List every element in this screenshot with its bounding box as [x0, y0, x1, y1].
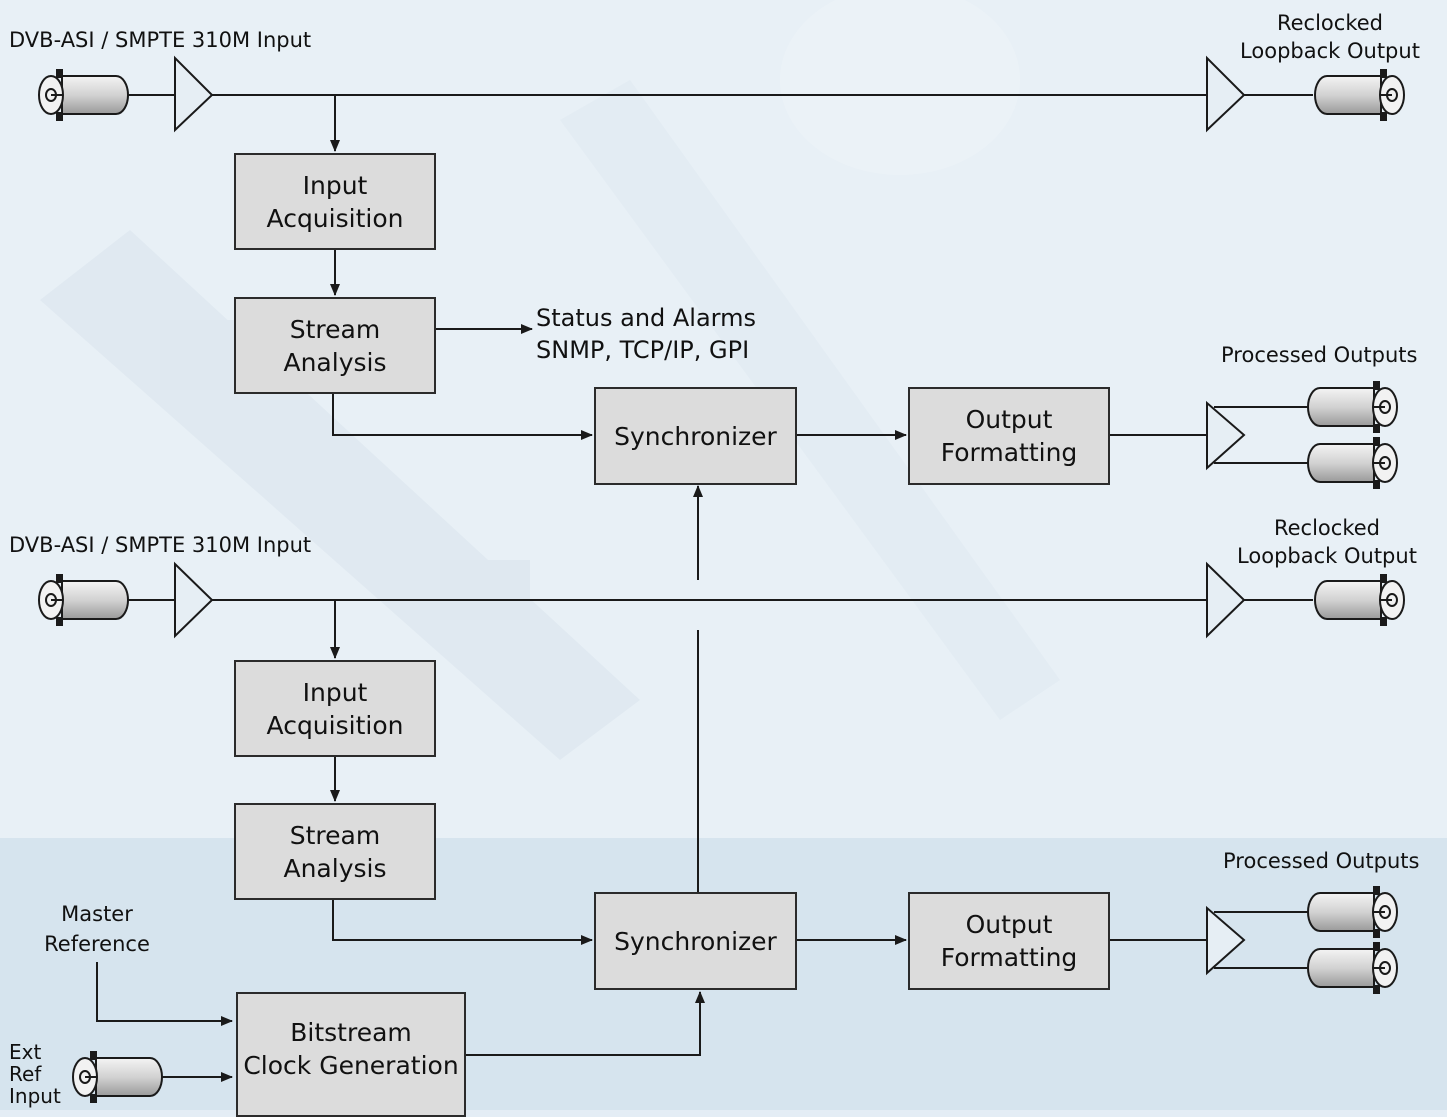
channel-2 — [38, 561, 1405, 994]
channel1-status-label: Status and Alarms SNMP, TCP/IP, GPI — [536, 304, 757, 364]
loopback-connector-icon — [1314, 69, 1405, 121]
processed-output-connector-icon — [1307, 381, 1398, 433]
loopback-amplifier-icon — [1206, 561, 1246, 639]
output-amplifier-icon — [1206, 905, 1246, 976]
channel1-synchronizer-block: Synchronizer — [594, 387, 797, 485]
processed-output-connector-icon — [1307, 437, 1398, 489]
input-connector-icon — [38, 574, 129, 626]
amplifier-icon — [174, 55, 214, 133]
channel2-processed-label: Processed Outputs — [1223, 849, 1420, 873]
ext-ref-input-label: Ext Ref Input — [9, 1040, 61, 1108]
processed-output-connector-icon — [1307, 942, 1398, 994]
channel1-loopback-label: Reclocked Loopback Output — [1240, 11, 1420, 63]
output-amplifier-icon — [1206, 400, 1246, 471]
ext-ref-connector-icon — [72, 1051, 163, 1103]
channel2-loopback-label: Reclocked Loopback Output — [1237, 516, 1417, 568]
loopback-connector-icon — [1314, 574, 1405, 626]
reference-section — [72, 962, 705, 1103]
input-connector-icon — [38, 69, 129, 121]
loopback-amplifier-icon — [1206, 55, 1246, 133]
channel1-input-label: DVB-ASI / SMPTE 310M Input — [9, 28, 312, 52]
channel1-processed-label: Processed Outputs — [1221, 343, 1418, 367]
master-reference-label: Master Reference — [44, 902, 150, 956]
channel2-input-label: DVB-ASI / SMPTE 310M Input — [9, 533, 312, 557]
processed-output-connector-icon — [1307, 886, 1398, 938]
channel-1 — [38, 55, 1405, 580]
amplifier-icon — [174, 561, 214, 639]
channel2-synchronizer-block: Synchronizer — [594, 892, 797, 990]
